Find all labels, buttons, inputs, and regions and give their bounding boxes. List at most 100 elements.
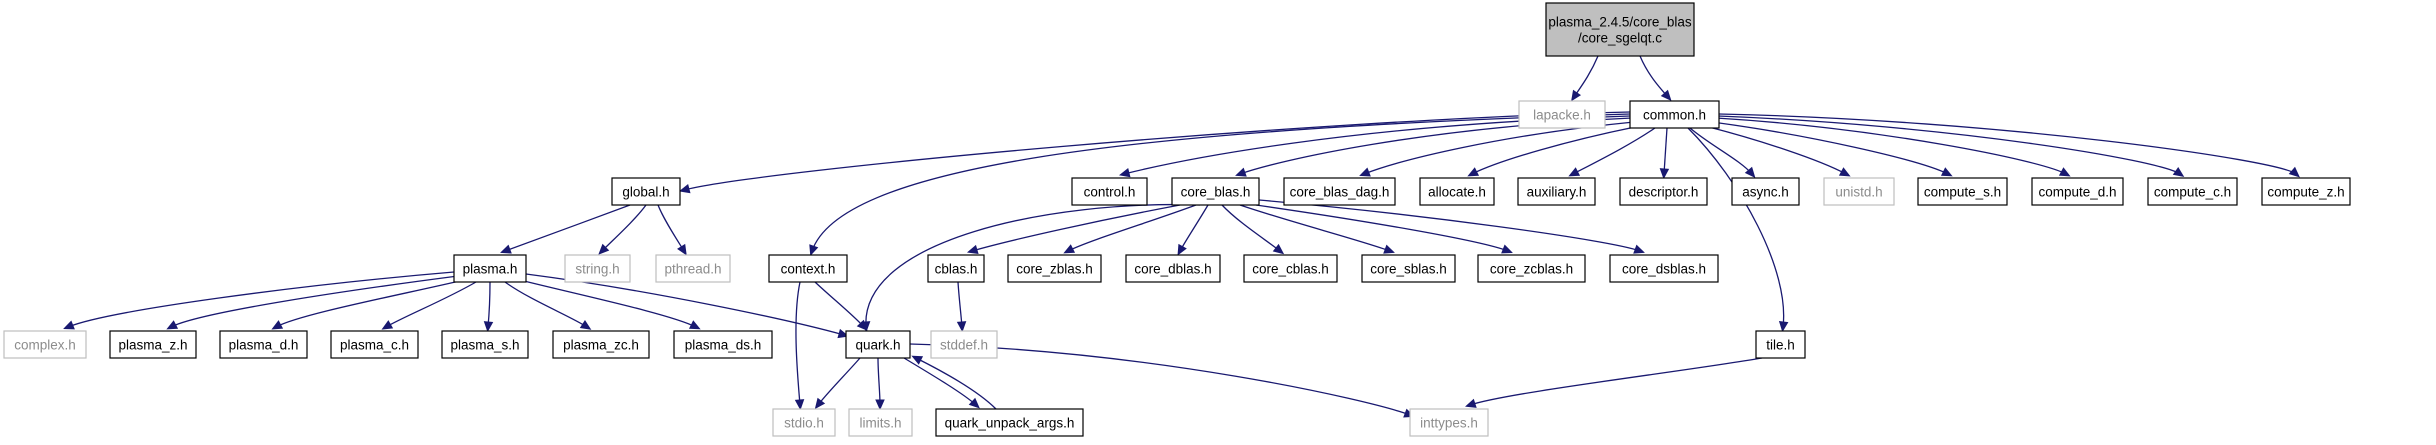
node-allocate[interactable]: allocate.h: [1419, 177, 1495, 206]
edge-line: [519, 279, 697, 328]
node-core-dblas[interactable]: core_dblas.h: [1125, 254, 1221, 283]
node-control[interactable]: control.h: [1071, 177, 1148, 206]
node-descriptor[interactable]: descriptor.h: [1619, 177, 1708, 206]
node-pthread: pthread.h: [655, 254, 731, 283]
edge-line: [811, 113, 1631, 252]
node-plasma[interactable]: plasma.h: [453, 254, 527, 283]
arrowhead-icon: [1177, 243, 1187, 256]
node-core-blas[interactable]: core_blas.h: [1171, 177, 1260, 206]
node-plasma-d[interactable]: plasma_d.h: [219, 330, 308, 359]
node-root[interactable]: plasma_2.4.5/core_blas/core_sgelqt.c: [1545, 2, 1695, 57]
node-box: [109, 330, 197, 359]
edge-common-to-compute_c: [1717, 115, 2185, 177]
node-label: stdio.h: [784, 416, 824, 431]
edge-line: [915, 357, 997, 410]
edge-line: [1258, 199, 1641, 252]
nodes-layer: plasma_2.4.5/core_blas/core_sgelqt.clapa…: [3, 2, 2351, 437]
node-tile[interactable]: tile.h: [1755, 330, 1806, 359]
arrowhead-icon: [1272, 243, 1285, 255]
node-quark-unpack-args[interactable]: quark_unpack_args.h: [935, 408, 1084, 437]
node-plasma-zc[interactable]: plasma_zc.h: [552, 330, 650, 359]
node-core-sblas[interactable]: core_sblas.h: [1361, 254, 1456, 283]
arrowhead-icon: [1465, 398, 1477, 408]
node-label: core_dblas.h: [1134, 262, 1211, 277]
edge-common-to-tile: [1687, 127, 1789, 333]
edge-line: [1711, 121, 1949, 175]
node-label: async.h: [1742, 185, 1789, 200]
node-quark[interactable]: quark.h: [845, 330, 911, 359]
node-compute-z[interactable]: compute_z.h: [2261, 177, 2351, 206]
node-box: [1243, 254, 1338, 283]
node-core-dsblas[interactable]: core_dsblas.h: [1609, 254, 1719, 283]
node-label: cblas.h: [935, 262, 978, 277]
arrowhead-icon: [483, 321, 494, 333]
node-core-cblas[interactable]: core_cblas.h: [1243, 254, 1338, 283]
arrowhead-icon: [598, 243, 610, 255]
node-plasma-ds[interactable]: plasma_ds.h: [673, 330, 773, 359]
edge-line: [1663, 127, 1668, 175]
node-box: [330, 330, 419, 359]
arrowhead-icon: [966, 244, 979, 255]
edge-common-to-allocate: [1467, 125, 1641, 177]
edge-tile-to-inttypes: [1465, 357, 1763, 408]
node-core-blas-dag[interactable]: core_blas_dag.h: [1283, 177, 1396, 206]
node-global[interactable]: global.h: [611, 177, 681, 206]
node-string: string.h: [564, 254, 631, 283]
node-context[interactable]: context.h: [768, 254, 848, 283]
arrowhead-icon: [1568, 167, 1581, 177]
node-compute-d[interactable]: compute_d.h: [2031, 177, 2124, 206]
edge-context-to-quark: [814, 281, 868, 331]
node-label: common.h: [1643, 108, 1706, 123]
arrowhead-icon: [1467, 167, 1480, 177]
node-label: plasma_d.h: [229, 338, 299, 353]
node-compute-c[interactable]: compute_c.h: [2147, 177, 2238, 206]
node-plasma-c[interactable]: plasma_c.h: [330, 330, 419, 359]
node-compute-s[interactable]: compute_s.h: [1917, 177, 2008, 206]
arrowhead-icon: [1633, 244, 1645, 254]
edge-plasma-to-plasma_ds: [519, 279, 701, 330]
arrowhead-icon: [678, 183, 691, 194]
node-label: compute_z.h: [2267, 185, 2344, 200]
node-box: [1755, 330, 1806, 359]
arrowhead-icon: [63, 320, 75, 330]
edge-plasma-to-plasma_d: [271, 279, 465, 330]
node-core-zblas[interactable]: core_zblas.h: [1007, 254, 1102, 283]
node-label: lapacke.h: [1533, 108, 1591, 123]
node-label: compute_s.h: [1924, 185, 2001, 200]
edge-common-to-global: [678, 111, 1631, 194]
node-label: plasma_2.4.5/core_blas: [1548, 15, 1692, 30]
arrowhead-icon: [1235, 167, 1247, 177]
node-common[interactable]: common.h: [1629, 100, 1720, 129]
edge-core_blas-to-core_dblas: [1177, 204, 1209, 256]
edge-global-to-plasma: [500, 204, 631, 254]
arrowhead-icon: [809, 244, 819, 256]
node-box: [1125, 254, 1221, 283]
node-label: quark_unpack_args.h: [945, 416, 1075, 431]
node-plasma-z[interactable]: plasma_z.h: [109, 330, 197, 359]
edge-line: [1221, 204, 1281, 252]
edge-common-to-auxiliary: [1568, 127, 1656, 177]
node-plasma-s[interactable]: plasma_s.h: [441, 330, 529, 359]
node-async[interactable]: async.h: [1731, 177, 1800, 206]
node-label: /core_sgelqt.c: [1578, 31, 1662, 46]
edge-plasma-to-plasma_zc: [504, 281, 592, 330]
node-box: [453, 254, 527, 283]
edge-common-to-unistd: [1704, 125, 1851, 177]
arrowhead-icon: [1744, 166, 1756, 178]
node-box: [219, 330, 308, 359]
edge-plasma-to-complex: [63, 271, 455, 330]
node-auxiliary[interactable]: auxiliary.h: [1517, 177, 1596, 206]
node-box: [1545, 2, 1695, 57]
edge-common-to-descriptor: [1659, 127, 1670, 180]
node-label: compute_d.h: [2038, 185, 2116, 200]
edge-line: [1639, 55, 1669, 98]
node-box: [1171, 177, 1260, 206]
node-core-zcblas[interactable]: core_zcblas.h: [1477, 254, 1586, 283]
node-cblas[interactable]: cblas.h: [927, 254, 985, 283]
edge-line: [601, 204, 647, 252]
edge-line: [275, 279, 465, 328]
edge-core_blas-to-core_cblas: [1221, 204, 1285, 255]
node-label: compute_c.h: [2154, 185, 2231, 200]
edge-line: [1715, 117, 2067, 175]
node-box: [673, 330, 773, 359]
